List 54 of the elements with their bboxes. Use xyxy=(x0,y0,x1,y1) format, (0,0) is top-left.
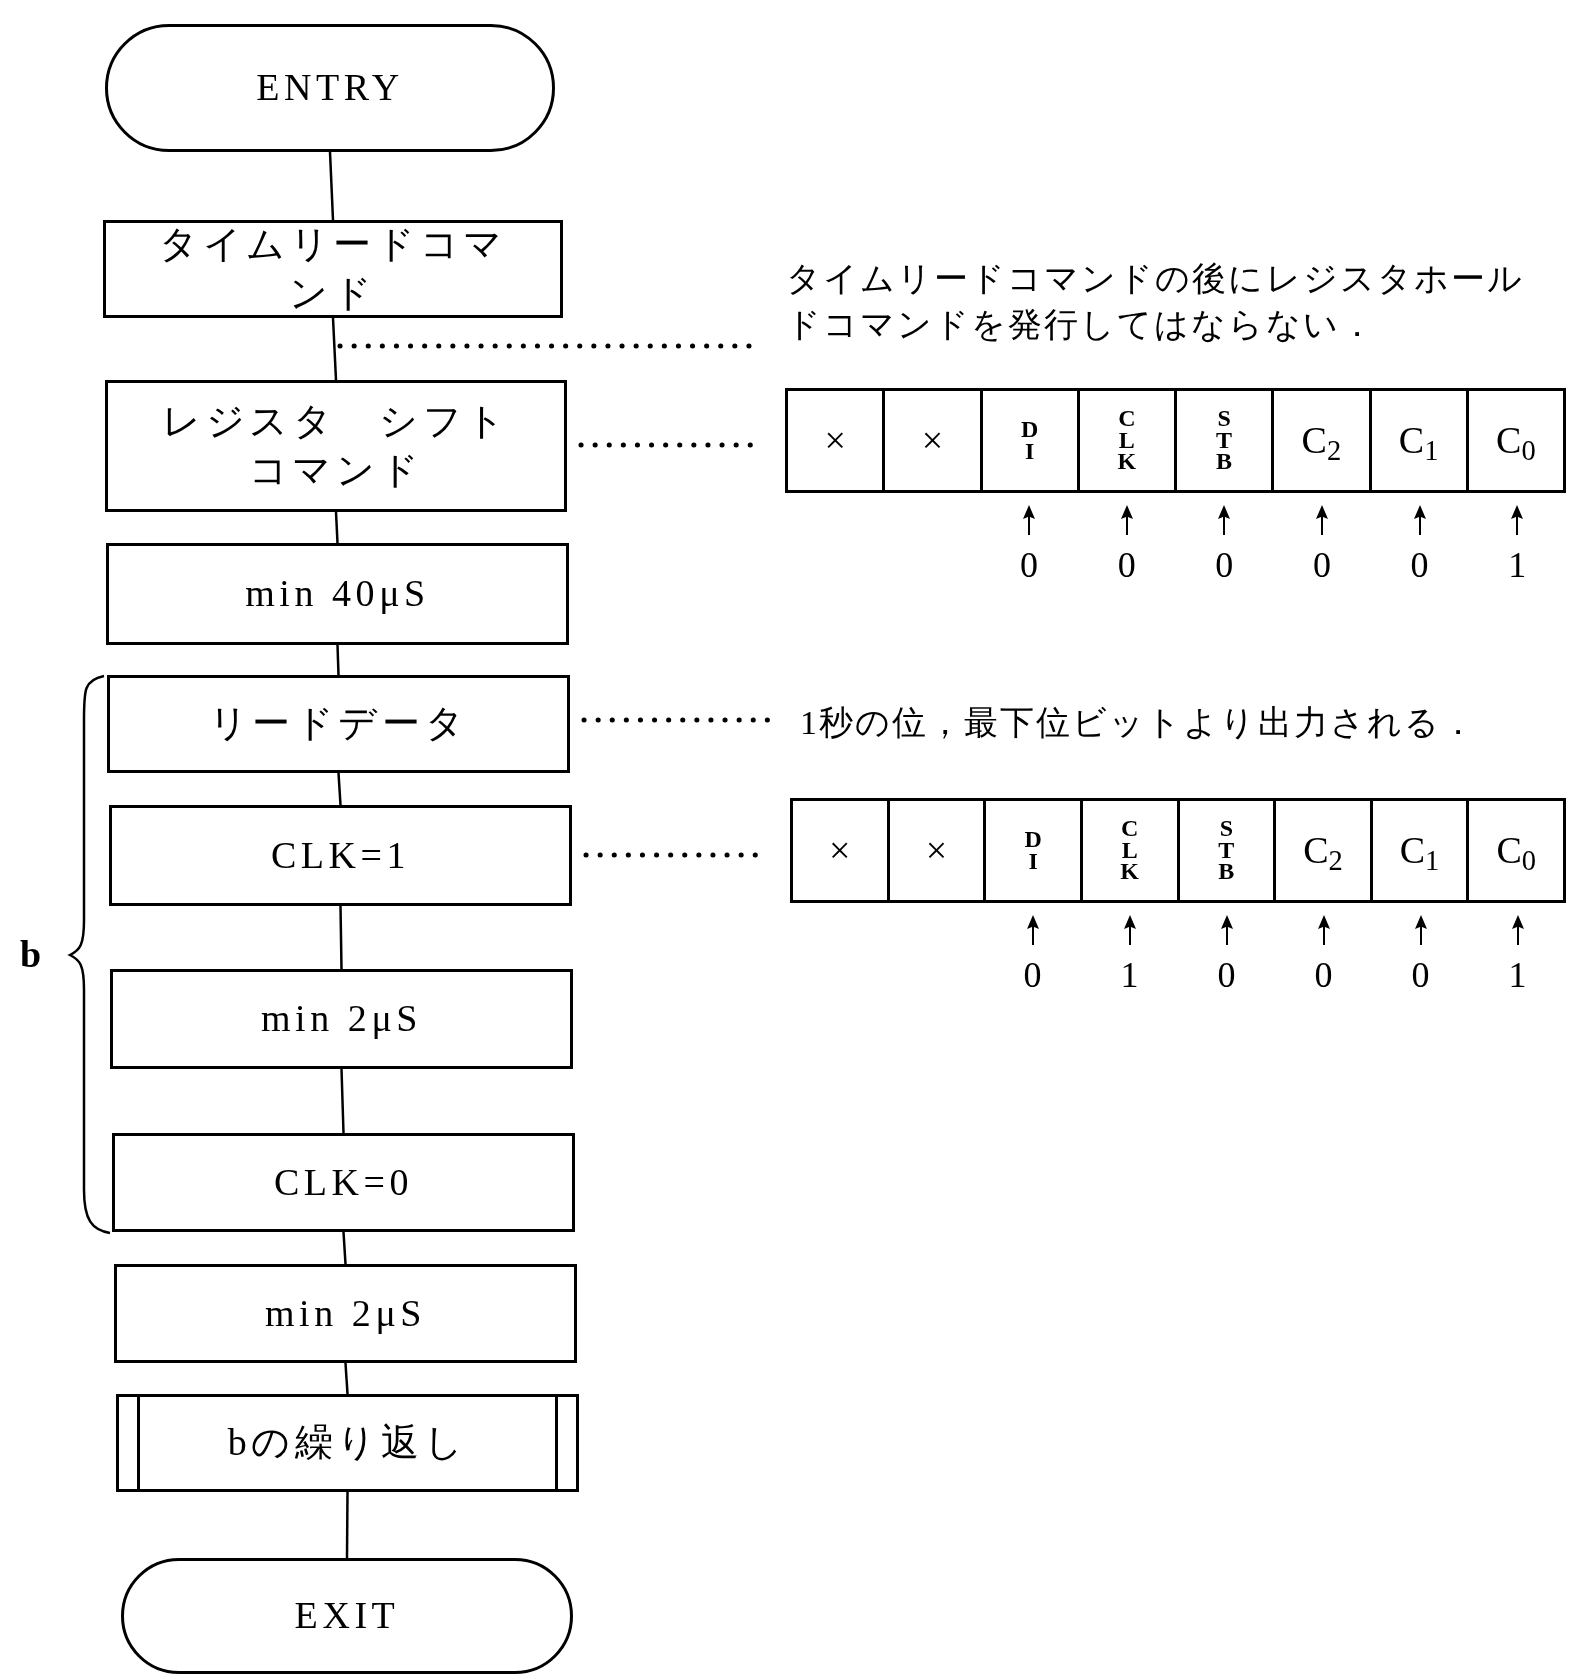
register-table xyxy=(790,798,1566,903)
bit-value: 0 xyxy=(1022,957,1043,993)
bit-name: C$_{2}$ xyxy=(1301,418,1342,469)
terminal-shape: ENTRY xyxy=(105,24,555,152)
predefined-process-box: bの繰り返し xyxy=(116,1394,579,1492)
bit-value: 0 xyxy=(1313,957,1334,993)
bit-name: C$_{2}$ xyxy=(1303,828,1343,879)
bit-name: DI xyxy=(1023,828,1043,873)
flow-line xyxy=(336,644,340,676)
bit-value: 1 xyxy=(1507,957,1528,993)
bit-name: STB xyxy=(1215,408,1234,473)
flow-line xyxy=(328,151,335,221)
bit-name: × xyxy=(824,418,846,463)
bit-name: DI xyxy=(1019,418,1040,463)
bit-value: 1 xyxy=(1119,957,1140,993)
process-box: min 2μS xyxy=(114,1264,577,1363)
flow-line xyxy=(342,1231,347,1265)
bit-value: 0 xyxy=(1311,547,1332,583)
process-box: レジスタ シフトコマンド xyxy=(105,380,567,512)
bit-name: C$_{1}$ xyxy=(1398,418,1439,469)
bit-value: 0 xyxy=(1019,547,1040,583)
bit-value: 1 xyxy=(1507,547,1528,583)
bit-name: × xyxy=(921,418,944,463)
flow-line xyxy=(344,1362,349,1395)
process-box: min 2μS xyxy=(110,969,573,1069)
bit-value: 0 xyxy=(1410,957,1431,993)
bit-name: C$_{1}$ xyxy=(1399,828,1440,879)
bit-name: C$_{0}$ xyxy=(1496,828,1536,879)
bit-name: × xyxy=(829,828,851,873)
group-label: b xyxy=(20,935,42,973)
bit-value: 0 xyxy=(1409,547,1430,583)
bit-name: C$_{0}$ xyxy=(1496,418,1536,469)
note-text: 1秒の位，最下位ビットより出力される． xyxy=(800,700,1560,744)
process-box: CLK=1 xyxy=(109,805,572,906)
flow-line xyxy=(340,1068,345,1134)
flow-line xyxy=(334,511,339,544)
bit-name: CLK xyxy=(1119,818,1140,883)
process-box: タイムリードコマンド xyxy=(103,220,563,318)
process-box: min 40μS xyxy=(106,543,569,645)
bit-value: 0 xyxy=(1216,957,1237,993)
process-box: リードデータ xyxy=(107,675,570,773)
bit-name: STB xyxy=(1217,818,1236,883)
bit-value: 0 xyxy=(1214,547,1235,583)
note-text: タイムリードコマンドの後にレジスタホールドコマンドを発行してはならない． xyxy=(786,256,1556,352)
register-table xyxy=(785,388,1566,493)
bit-value: 0 xyxy=(1116,547,1137,583)
bit-name: × xyxy=(925,828,948,873)
flow-line xyxy=(339,905,343,970)
flow-line xyxy=(337,772,342,806)
process-box: CLK=0 xyxy=(112,1133,575,1232)
terminal-shape: EXIT xyxy=(121,1558,573,1674)
bit-name: CLK xyxy=(1116,408,1138,473)
flow-line xyxy=(345,1492,349,1558)
flow-line xyxy=(331,317,338,381)
